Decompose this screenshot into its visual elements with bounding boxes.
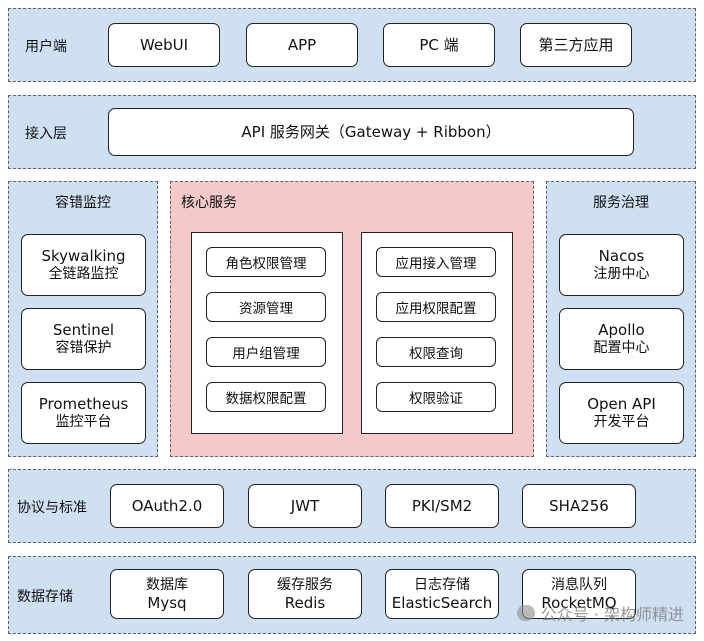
core-left-column: 角色权限管理 资源管理 用户组管理 数据权限配置 <box>191 232 343 434</box>
oauth-box: OAuth2.0 <box>110 484 224 528</box>
client-webui: WebUI <box>108 23 220 67</box>
permission-query-item: 权限查询 <box>376 337 496 367</box>
resource-management-item: 资源管理 <box>206 292 326 322</box>
api-gateway: API 服务网关（Gateway + Ribbon） <box>108 108 634 156</box>
wechat-icon <box>516 605 535 621</box>
core-services-title: 核心服务 <box>181 195 237 211</box>
permission-verify-item: 权限验证 <box>376 382 496 412</box>
client-app: APP <box>246 23 358 67</box>
client-third-party: 第三方应用 <box>520 23 632 67</box>
watermark: 公众号 · 架构师精进 <box>516 601 684 625</box>
protocol-layer: 协议与标准 OAuth2.0 JWT PKI/SM2 SHA256 <box>8 469 696 543</box>
core-services-panel: 核心服务 角色权限管理 资源管理 用户组管理 数据权限配置 应用接入管理 应用权… <box>170 181 534 457</box>
access-layer-label: 接入层 <box>25 126 67 142</box>
data-permission-item: 数据权限配置 <box>206 382 326 412</box>
core-right-column: 应用接入管理 应用权限配置 权限查询 权限验证 <box>361 232 513 434</box>
client-pc: PC 端 <box>383 23 495 67</box>
fault-tolerance-title: 容错监控 <box>55 195 111 211</box>
user-group-item: 用户组管理 <box>206 337 326 367</box>
role-permission-item: 角色权限管理 <box>206 247 326 277</box>
governance-title: 服务治理 <box>593 195 649 211</box>
pki-sm2-box: PKI/SM2 <box>385 484 499 528</box>
storage-layer-label: 数据存储 <box>17 589 73 605</box>
access-layer: 接入层 API 服务网关（Gateway + Ribbon） <box>8 95 696 169</box>
watermark-text: 公众号 · 架构师精进 <box>540 605 684 624</box>
client-layer-label: 用户端 <box>25 39 67 55</box>
app-permission-item: 应用权限配置 <box>376 292 496 322</box>
client-layer: 用户端 WebUI APP PC 端 第三方应用 <box>8 8 696 82</box>
app-access-item: 应用接入管理 <box>376 247 496 277</box>
sha256-box: SHA256 <box>522 484 636 528</box>
jwt-box: JWT <box>248 484 362 528</box>
protocol-layer-label: 协议与标准 <box>17 500 87 516</box>
